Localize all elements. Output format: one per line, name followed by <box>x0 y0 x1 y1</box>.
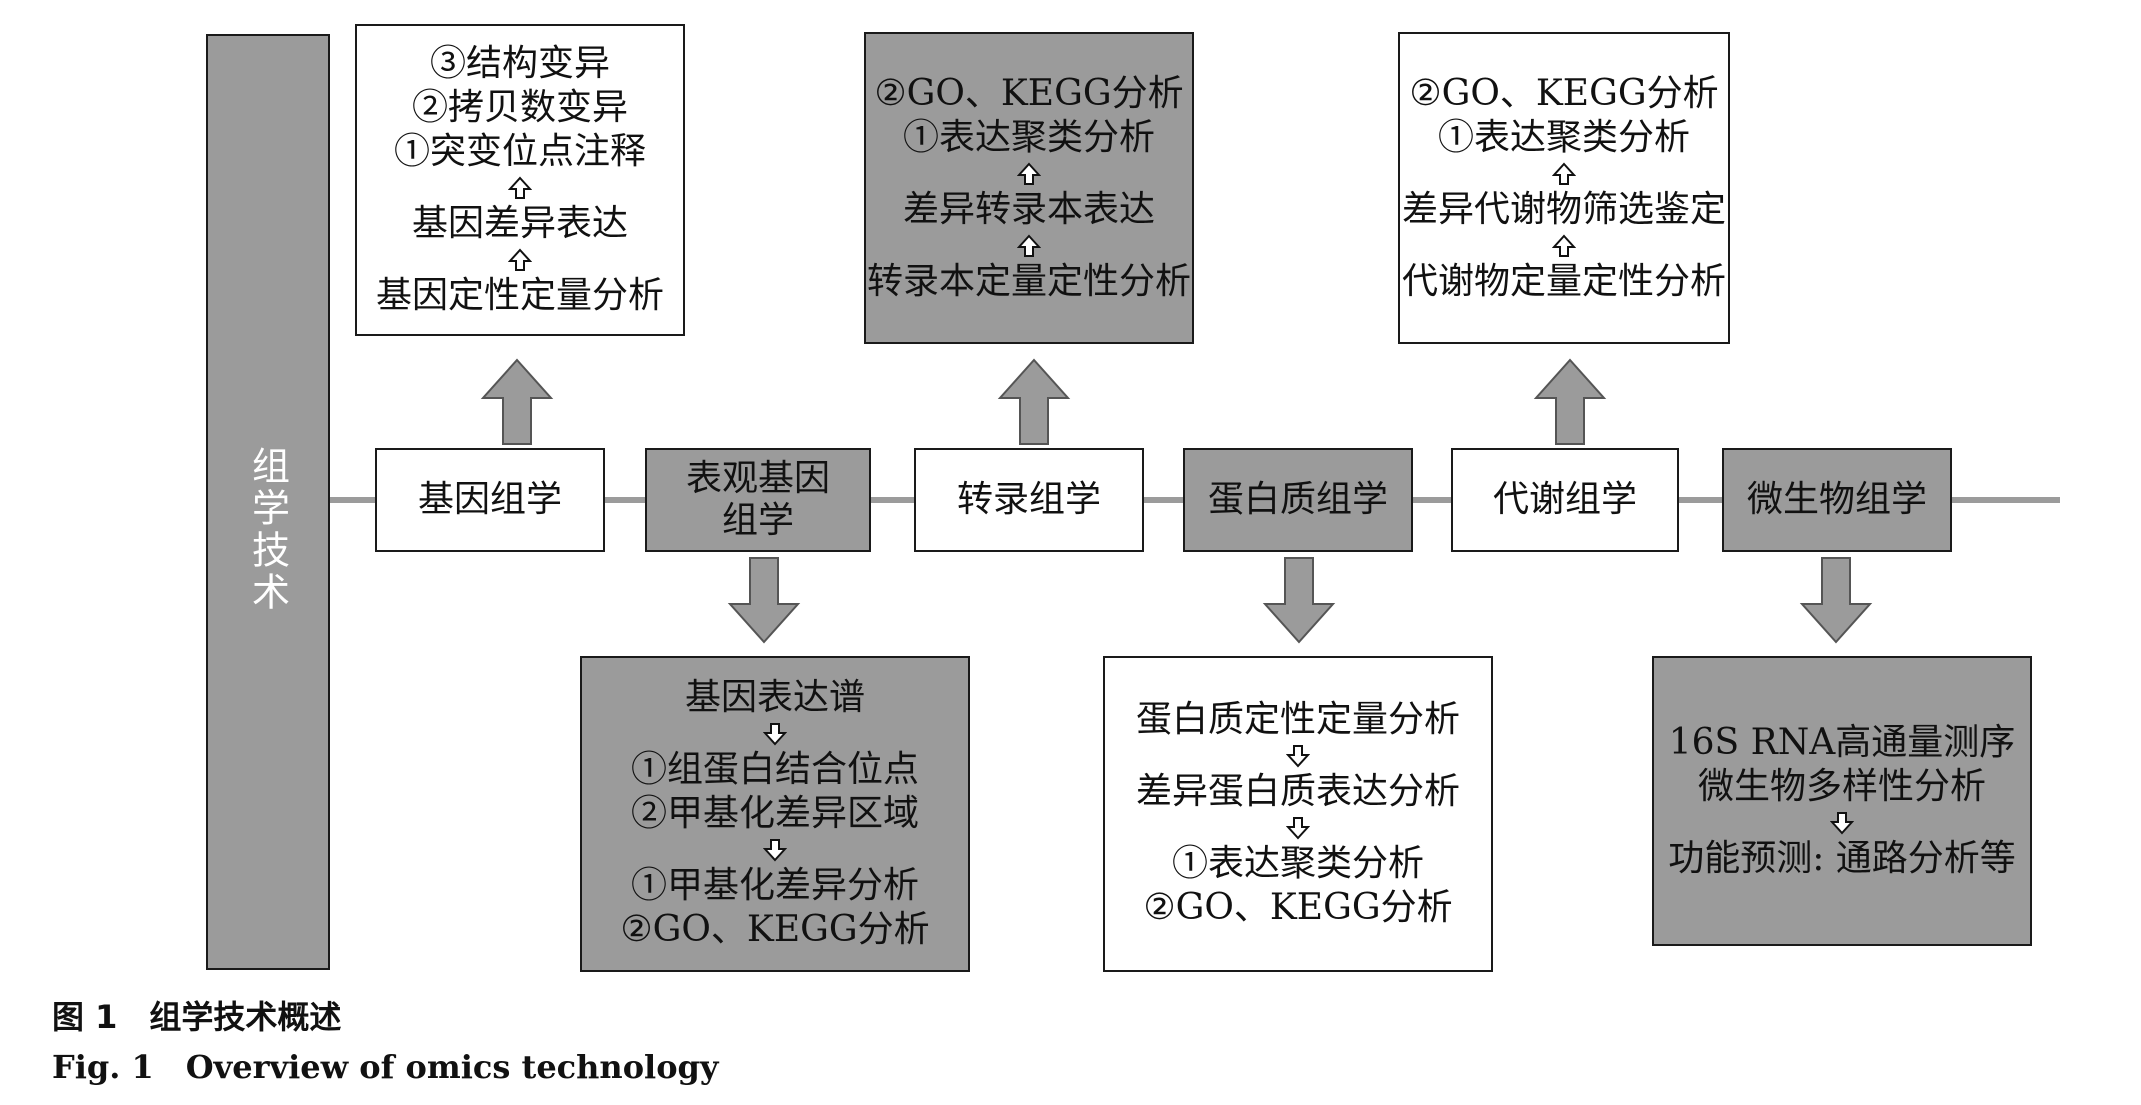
metabolomics-detail-box: ②GO、KEGG分析 ①表达聚类分析 差异代谢物筛选鉴定 代谢物定量定性分析 <box>1398 32 1730 344</box>
figure-caption-zh: 图 1 组学技术概述 <box>52 998 342 1036</box>
down-arrow-icon <box>727 557 801 644</box>
metabolomics-line: 差异代谢物筛选鉴定 <box>1401 189 1726 230</box>
proteomics-line: 差异蛋白质表达分析 <box>1135 771 1460 813</box>
epigenomics-line: ①甲基化差异分析 <box>630 864 919 906</box>
small-up-arrow-icon <box>1016 234 1041 257</box>
microbiome-line: 功能预测: 通路分析等 <box>1668 837 2016 879</box>
small-down-arrow-icon <box>1829 811 1854 835</box>
genomics-line: 基因差异表达 <box>411 202 628 244</box>
small-up-arrow-icon <box>507 176 532 199</box>
transcriptomics-detail-box: ②GO、KEGG分析 ①表达聚类分析 差异转录本表达 转录本定量定性分析 <box>864 32 1194 344</box>
node-genomics-label: 基因组学 <box>417 479 562 521</box>
small-up-arrow-icon <box>507 248 532 271</box>
proteomics-line: ②GO、KEGG分析 <box>1143 886 1453 928</box>
figure-caption-en: Fig. 1 Overview of omics technology <box>52 1048 719 1086</box>
transcriptomics-line: 差异转录本表达 <box>902 189 1155 230</box>
node-transcriptomics-label: 转录组学 <box>956 479 1101 521</box>
microbiome-line: 16S RNA高通量测序 <box>1668 722 2016 764</box>
epigenomics-line: ②甲基化差异区域 <box>630 793 919 835</box>
epigenomics-line: ②GO、KEGG分析 <box>620 908 930 950</box>
microbiome-detail-box: 16S RNA高通量测序 微生物多样性分析 功能预测: 通路分析等 <box>1652 656 2032 946</box>
proteomics-line: ①表达聚类分析 <box>1171 843 1424 884</box>
small-down-arrow-icon <box>1285 817 1310 840</box>
node-transcriptomics: 转录组学 <box>914 448 1144 552</box>
node-microbiome: 微生物组学 <box>1722 448 1952 552</box>
epigenomics-line: 基因表达谱 <box>684 677 865 719</box>
up-arrow-icon <box>1533 358 1607 445</box>
transcriptomics-line: ①表达聚类分析 <box>902 117 1155 159</box>
node-proteomics: 蛋白质组学 <box>1183 448 1413 552</box>
node-metabolomics-label: 代谢组学 <box>1492 479 1637 521</box>
omics-technology-axis: 组学技术 <box>206 34 330 970</box>
down-arrow-icon <box>1262 557 1336 644</box>
metabolomics-line: ①表达聚类分析 <box>1437 117 1690 159</box>
genomics-line: ③结构变异 <box>429 43 610 85</box>
small-down-arrow-icon <box>1285 745 1310 768</box>
genomics-detail-box: ③结构变异 ②拷贝数变异 ①突变位点注释 基因差异表达 基因定性定量分析 <box>355 24 685 336</box>
transcriptomics-line: ②GO、KEGG分析 <box>874 73 1184 115</box>
small-up-arrow-icon <box>1016 162 1041 185</box>
small-up-arrow-icon <box>1551 234 1576 257</box>
up-arrow-icon <box>480 358 554 445</box>
genomics-line: 基因定性定量分析 <box>375 274 664 316</box>
proteomics-line: 蛋白质定性定量分析 <box>1135 699 1460 741</box>
genomics-line: ②拷贝数变异 <box>411 87 628 129</box>
node-epigenomics: 表观基因组学 <box>645 448 871 552</box>
epigenomics-line: ①组蛋白结合位点 <box>630 749 919 791</box>
node-proteomics-label: 蛋白质组学 <box>1207 479 1388 521</box>
node-metabolomics: 代谢组学 <box>1451 448 1679 552</box>
transcriptomics-line: 转录本定量定性分析 <box>866 260 1191 302</box>
small-up-arrow-icon <box>1551 162 1576 185</box>
axis-label: 组学技术 <box>245 446 290 614</box>
proteomics-detail-box: 蛋白质定性定量分析 差异蛋白质表达分析 ①表达聚类分析 ②GO、KEGG分析 <box>1103 656 1493 972</box>
epigenomics-detail-box: 基因表达谱 ①组蛋白结合位点 ②甲基化差异区域 ①甲基化差异分析 ②GO、KEG… <box>580 656 970 972</box>
small-down-arrow-icon <box>763 838 787 862</box>
genomics-line: ①突变位点注释 <box>393 131 646 173</box>
up-arrow-icon <box>997 358 1071 445</box>
node-genomics: 基因组学 <box>375 448 605 552</box>
down-arrow-icon <box>1799 557 1873 644</box>
microbiome-line: 微生物多样性分析 <box>1697 766 1986 808</box>
node-microbiome-label: 微生物组学 <box>1746 479 1927 521</box>
metabolomics-line: 代谢物定量定性分析 <box>1401 260 1726 302</box>
node-epigenomics-label: 表观基因组学 <box>685 457 830 541</box>
small-down-arrow-icon <box>763 723 787 746</box>
metabolomics-line: ②GO、KEGG分析 <box>1409 73 1719 115</box>
